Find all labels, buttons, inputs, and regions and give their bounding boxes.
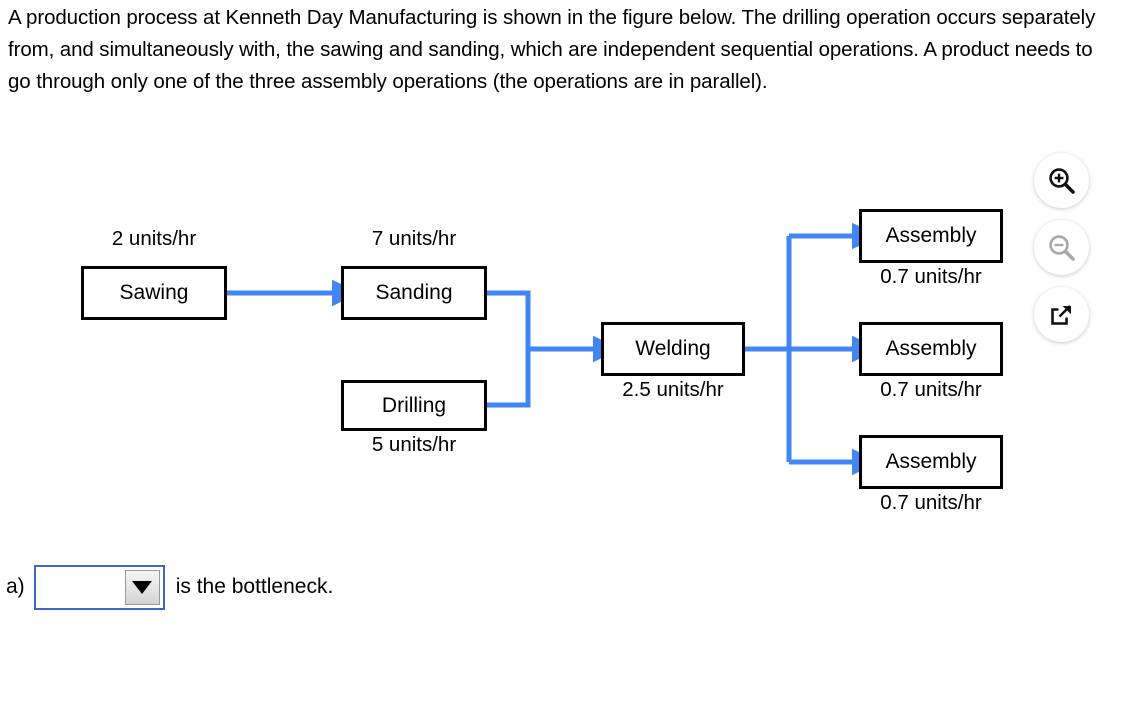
- rate-label-sawing: 2 units/hr: [111, 227, 197, 250]
- zoom-in-icon[interactable]: [1034, 153, 1089, 208]
- external-link-glyph: [1050, 304, 1071, 325]
- edge-drilling-merge: [487, 349, 531, 408]
- node-welding: Welding: [601, 322, 745, 376]
- rate-label-assembly-2: 0.7 units/hr: [880, 378, 982, 401]
- answer-suffix-text: is the bottleneck.: [175, 575, 334, 598]
- node-sawing: Sawing: [81, 266, 227, 320]
- node-assembly-2: Assembly: [859, 322, 1003, 376]
- node-assembly-2-label: Assembly: [885, 337, 977, 360]
- node-assembly-3: Assembly: [859, 435, 1003, 489]
- diagram-connectors: [227, 222, 880, 476]
- chevron-down-icon[interactable]: [124, 569, 160, 605]
- node-drilling-label: Drilling: [381, 393, 447, 417]
- node-sanding-label: Sanding: [375, 281, 453, 304]
- open-in-new-window-icon[interactable]: [1034, 287, 1089, 342]
- zoom-out-glyph: [1048, 234, 1075, 261]
- node-assembly-1: Assembly: [859, 209, 1003, 263]
- problem-statement: A production process at Kenneth Day Manu…: [8, 6, 1096, 93]
- rate-label-welding: 2.5 units/hr: [622, 378, 724, 401]
- rate-label-assembly-3: 0.7 units/hr: [880, 491, 982, 514]
- figure-tool-icons: [1034, 153, 1092, 348]
- node-sawing-label: Sawing: [119, 281, 189, 304]
- node-assembly-1-label: Assembly: [885, 224, 977, 247]
- rate-label-sanding: 7 units/hr: [371, 227, 457, 250]
- node-sanding: Sanding: [341, 266, 487, 320]
- answer-row: a) is the bottleneck.: [6, 563, 333, 611]
- zoom-out-icon[interactable]: [1034, 220, 1089, 275]
- node-drilling: Drilling: [341, 380, 487, 431]
- answer-part-label: a): [6, 575, 25, 598]
- edge-sanding-merge: [487, 290, 531, 349]
- bottleneck-dropdown-value: [36, 567, 125, 608]
- rate-label-drilling: 5 units/hr: [371, 433, 457, 456]
- bottleneck-dropdown[interactable]: [33, 564, 165, 610]
- zoom-in-glyph: [1048, 167, 1075, 194]
- node-welding-label: Welding: [635, 337, 711, 360]
- process-flow-diagram: 2 units/hr Sawing 7 units/hr Sanding Dri…: [0, 150, 1020, 530]
- rate-label-assembly-1: 0.7 units/hr: [880, 265, 982, 288]
- caret-glyph: [132, 580, 153, 594]
- node-assembly-3-label: Assembly: [885, 450, 977, 473]
